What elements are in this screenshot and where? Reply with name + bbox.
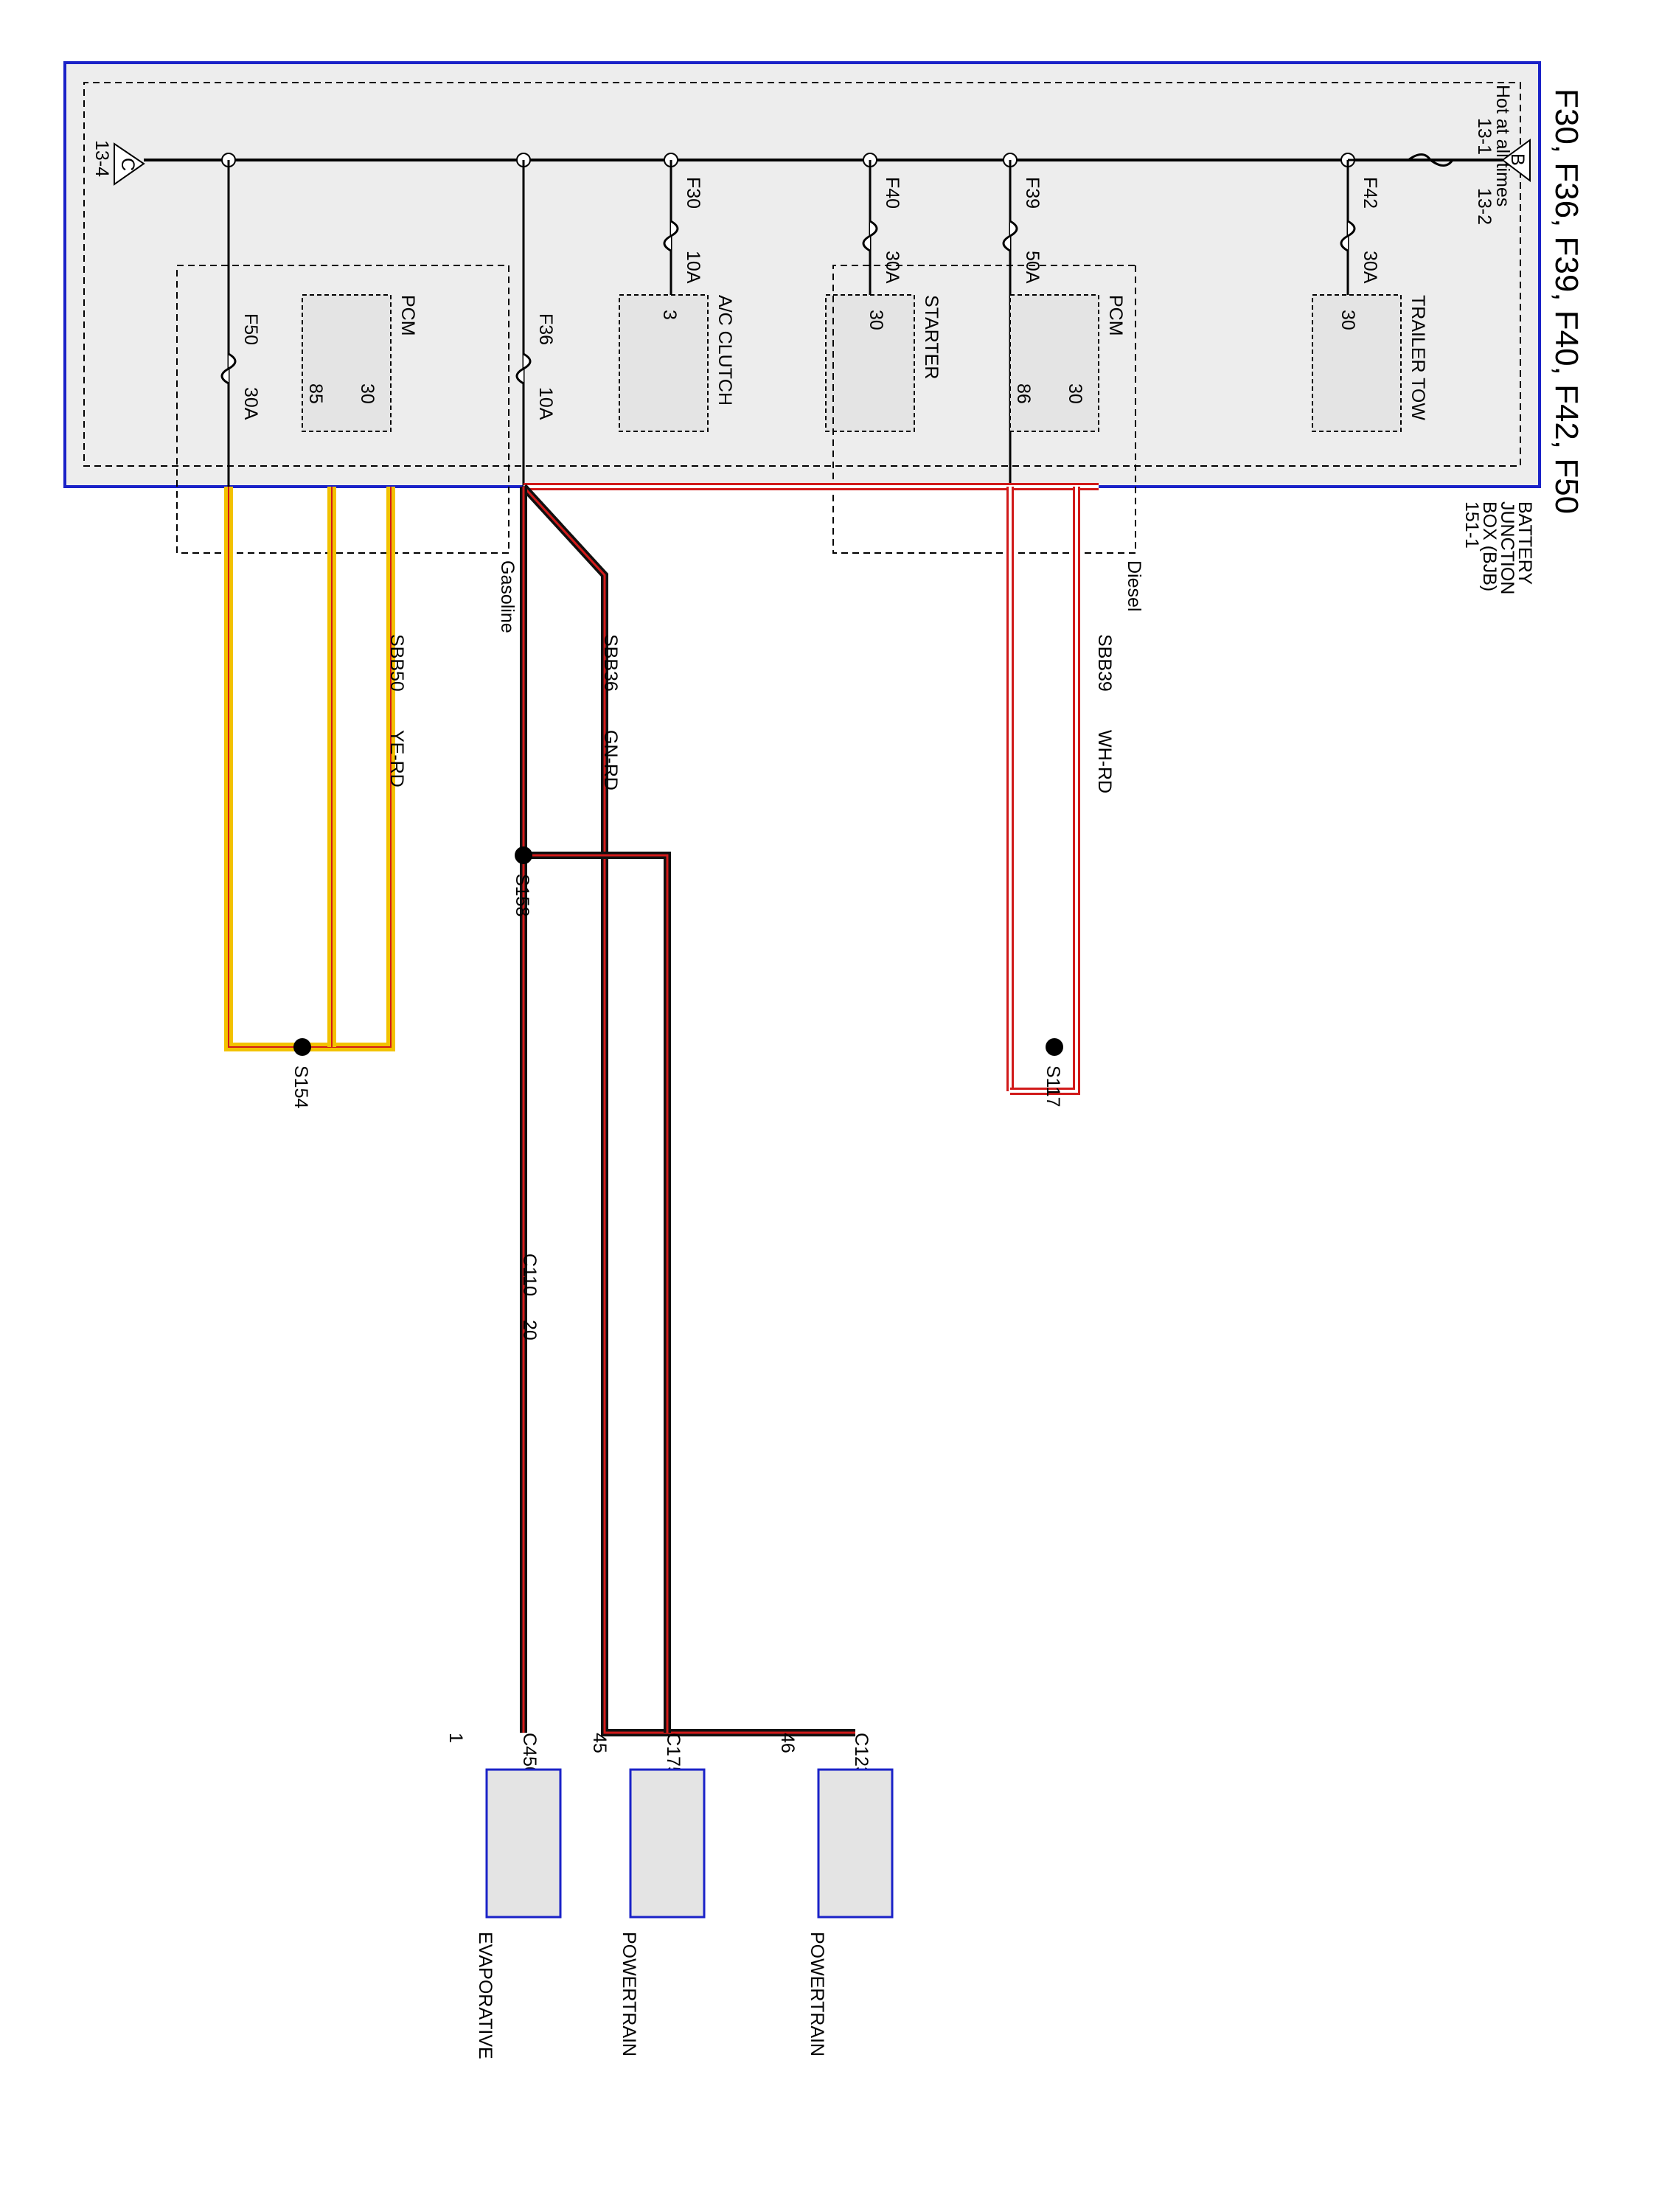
fuse-f36-rating: 10A [535,387,556,420]
wires [224,483,1099,1736]
fuse-f30-rating: 10A [683,251,703,284]
relay-trailer-tow [1312,294,1402,432]
wire-sbb50 [224,487,395,1051]
svg-text:20: 20 [519,1320,540,1340]
relay-ac-clutch [619,294,709,432]
svg-text:YE-RD: YE-RD [386,730,407,787]
fuse-f42-id: F42 [1360,177,1380,209]
component-pcm-gasoline [629,1768,706,1919]
svg-text:86: 86 [1013,383,1034,404]
fuse-f39-icon [1002,220,1018,252]
fuse-f39-rating: 50A [1022,251,1043,284]
svg-text:30: 30 [866,310,886,330]
svg-text:30: 30 [357,383,378,404]
splices: S117 S154 S158 [291,846,1063,1108]
svg-text:GN-RD: GN-RD [600,730,621,790]
fuse-f40-id: F40 [882,177,902,209]
gasoline-outline [176,265,509,554]
relay-pin-labels: 30 30 86 30 3 30 85 [305,310,1358,404]
svg-text:85: 85 [305,383,326,404]
conn-b-pin-2: 13-2 [1474,188,1495,225]
relay-starter-name: STARTER [921,295,942,379]
fuse-f42-icon [1340,220,1356,252]
fuse-symbols [220,220,1356,385]
svg-text:30: 30 [1065,383,1085,404]
relay-trailer-tow-name: TRAILER TOW [1408,295,1428,420]
gasoline-label: Gasoline [497,560,518,633]
fuse-labels: F42 30A F39 50A F40 30A F30 10A F36 10A … [240,177,1380,420]
wire-sbb36-diesel [521,484,855,1736]
relays [302,294,1402,432]
drop-f42 [1348,153,1455,167]
relay-pcm-diesel [1009,294,1099,432]
svg-text:45: 45 [589,1733,610,1753]
svg-text:SBB50: SBB50 [386,634,407,692]
fuse-f50-icon [220,352,237,385]
wire-sbb39-c [1010,487,1080,1095]
relay-pcm-diesel-name: PCM [1105,295,1126,336]
component-labels: EVAPORATIVE POWERTRAIN POWERTRAIN [475,1932,827,2059]
fuse-f40-icon [862,220,878,252]
fuse-f30-icon [663,220,679,252]
components [485,1768,894,1919]
fuse-f40-rating: 30A [882,251,902,284]
component-pcm-diesel [817,1768,894,1919]
fuse-f50-rating: 30A [240,387,261,420]
wire-sbb36-pcm [524,852,671,1733]
connector-c-label: C [117,158,138,171]
fuse-f36-icon [515,352,532,385]
svg-text:3: 3 [659,310,680,320]
diesel-label: Diesel [1124,560,1144,611]
fuse-f30-id: F30 [683,177,703,209]
page-title: F30, F36, F39, F40, F42, F50 [1548,88,1585,514]
connector-c-icon [114,142,145,186]
svg-text:30: 30 [1338,310,1358,330]
bjb-label: BATTERY JUNCTION BOX (BJB) 151-1 [1461,501,1535,599]
relay-starter [825,294,915,432]
splice-s154-icon [293,1038,311,1056]
svg-text:WH-RD: WH-RD [1094,730,1115,793]
diesel-outline [832,265,1136,554]
svg-text:POWERTRAIN: POWERTRAIN [619,1932,639,2056]
splice-s158-icon [515,846,532,864]
hot-at-all-times-label: Hot at all times [1492,85,1513,206]
component-evap [485,1768,562,1919]
circuit-labels: SBB39 WH-RD SBB36 GN-RD SBB50 YE-RD [386,634,1115,793]
svg-text:C110: C110 [519,1253,540,1296]
svg-text:SBB39: SBB39 [1094,634,1115,692]
connector-c-pin: 13-4 [91,140,112,177]
splice-s117: S117 [1043,1065,1063,1107]
splice-s158: S158 [512,874,532,917]
conn-b-pin-1: 13-1 [1474,118,1495,155]
splice-s117-icon [1046,1038,1063,1056]
relay-name-labels: TRAILER TOW PCM STARTER A/C CLUTCH PCM [397,295,1428,420]
fuse-f36-id: F36 [535,313,556,345]
fuse-f39-id: F39 [1022,177,1043,209]
relay-pcm-gasoline-name: PCM [397,295,418,336]
svg-text:46: 46 [777,1733,798,1753]
fuse-f42-rating: 30A [1360,251,1380,284]
svg-text:SBB36: SBB36 [600,634,621,692]
connector-b-label: B [1507,153,1528,166]
relay-ac-clutch-name: A/C CLUTCH [714,295,735,406]
fuse-f50-id: F50 [240,313,261,345]
svg-text:POWERTRAIN: POWERTRAIN [807,1932,827,2056]
svg-text:EVAPORATIVE: EVAPORATIVE [475,1932,495,2059]
connector-b-icon [1501,139,1531,183]
svg-text:1: 1 [445,1733,466,1743]
splice-s154: S154 [291,1065,311,1108]
bjb-inner-outline [83,82,1521,467]
relay-pcm-gasoline [302,294,392,432]
connector-labels: C110 20 C450 1 C175B 45 C1232B 46 [445,1253,872,1799]
